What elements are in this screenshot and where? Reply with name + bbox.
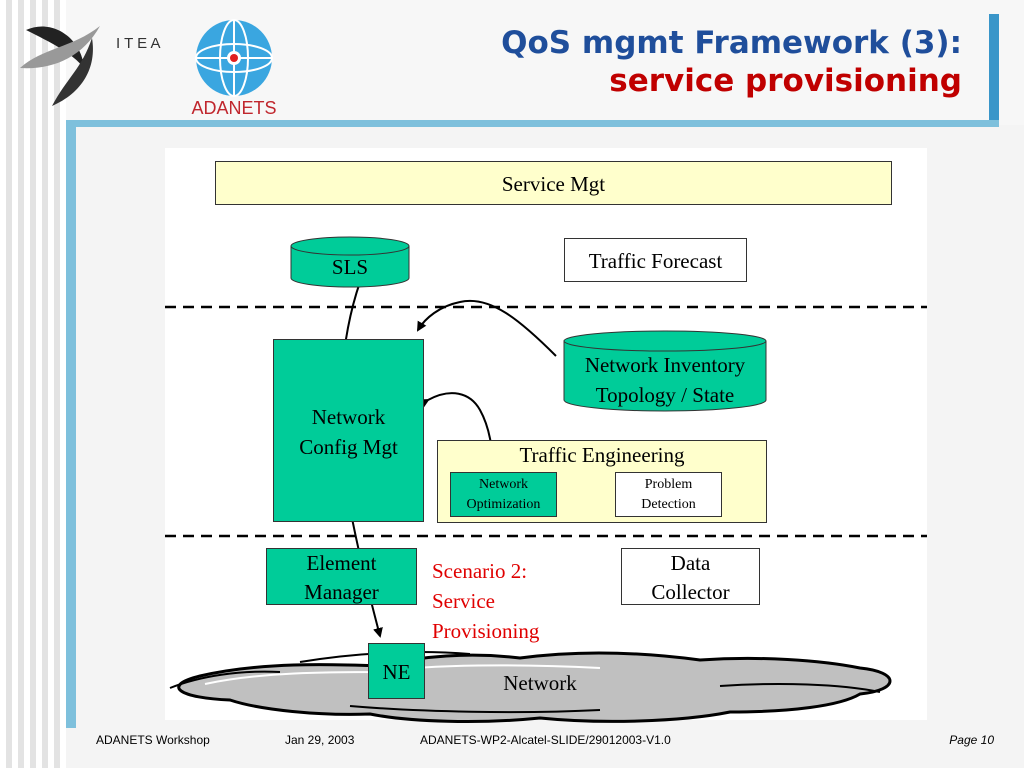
data-collector-label-line2: Collector bbox=[651, 580, 730, 604]
problem-detection-label-line1: Problem bbox=[644, 477, 693, 492]
left-stripe-decoration bbox=[0, 0, 66, 768]
itea-logo-text: I T E A bbox=[116, 35, 160, 52]
network-optimization-label-line1: Network bbox=[479, 477, 528, 492]
left-accent-bar bbox=[66, 124, 76, 728]
network-inventory-label-line2: Topology / State bbox=[595, 383, 735, 407]
network-inventory-label-line1: Network Inventory bbox=[584, 353, 746, 377]
sls-label: SLS bbox=[331, 255, 369, 279]
element-manager-label-line2: Manager bbox=[304, 580, 379, 604]
data-collector-box: Data Collector bbox=[621, 548, 760, 605]
slide-title-line1: QoS mgmt Framework (3): bbox=[501, 25, 962, 61]
scenario-line3: Provisioning bbox=[432, 619, 540, 643]
problem-detection-box: Problem Detection bbox=[615, 472, 722, 517]
header-background bbox=[0, 0, 1024, 125]
traffic-forecast-box: Traffic Forecast bbox=[564, 238, 747, 282]
scenario-line2: Service bbox=[432, 589, 495, 613]
slide-title: QoS mgmt Framework (3): service provisio… bbox=[501, 24, 962, 100]
header-rule bbox=[66, 120, 999, 127]
network-label: Network bbox=[503, 671, 577, 695]
ne-box: NE bbox=[368, 643, 425, 699]
slide-title-line2: service provisioning bbox=[609, 63, 962, 99]
network-config-label-line2: Config Mgt bbox=[299, 435, 398, 459]
sls-cylinder: SLS bbox=[290, 236, 410, 288]
network-config-label-line1: Network bbox=[311, 405, 386, 429]
itea-adanets-logo: I T E A ADANETS bbox=[20, 19, 277, 118]
adanets-logo-text: ADANETS bbox=[191, 98, 276, 118]
element-manager-box: Element Manager bbox=[266, 548, 417, 605]
element-manager-label-line1: Element bbox=[306, 551, 377, 575]
footer-workshop: ADANETS Workshop bbox=[96, 733, 210, 747]
data-collector-label-line1: Data bbox=[670, 551, 711, 575]
network-config-mgt-box: Network Config Mgt bbox=[273, 339, 424, 522]
footer-page-number: Page 10 bbox=[949, 733, 994, 747]
service-mgt-box: Service Mgt bbox=[215, 161, 892, 205]
network-cloud bbox=[169, 651, 892, 723]
scenario-annotation: Scenario 2: Service Provisioning bbox=[432, 556, 539, 646]
traffic-forecast-label: Traffic Forecast bbox=[588, 249, 723, 273]
scenario-line1: Scenario 2: bbox=[432, 559, 528, 583]
network-optimization-box: Network Optimization bbox=[450, 472, 557, 517]
service-mgt-label: Service Mgt bbox=[501, 172, 606, 196]
inventory-to-config-arrow bbox=[416, 299, 557, 357]
footer-doc-id: ADANETS-WP2-Alcatel-SLIDE/29012003-V1.0 bbox=[420, 733, 671, 747]
header-accent-bar bbox=[989, 14, 999, 126]
problem-detection-label-line2: Detection bbox=[641, 497, 696, 512]
footer-date: Jan 29, 2003 bbox=[285, 733, 355, 747]
network-inventory-cylinder: Network Inventory Topology / State bbox=[563, 330, 767, 412]
network-optimization-label-line2: Optimization bbox=[466, 497, 541, 512]
ne-label: NE bbox=[382, 660, 411, 684]
traffic-engineering-label: Traffic Engineering bbox=[519, 443, 685, 467]
